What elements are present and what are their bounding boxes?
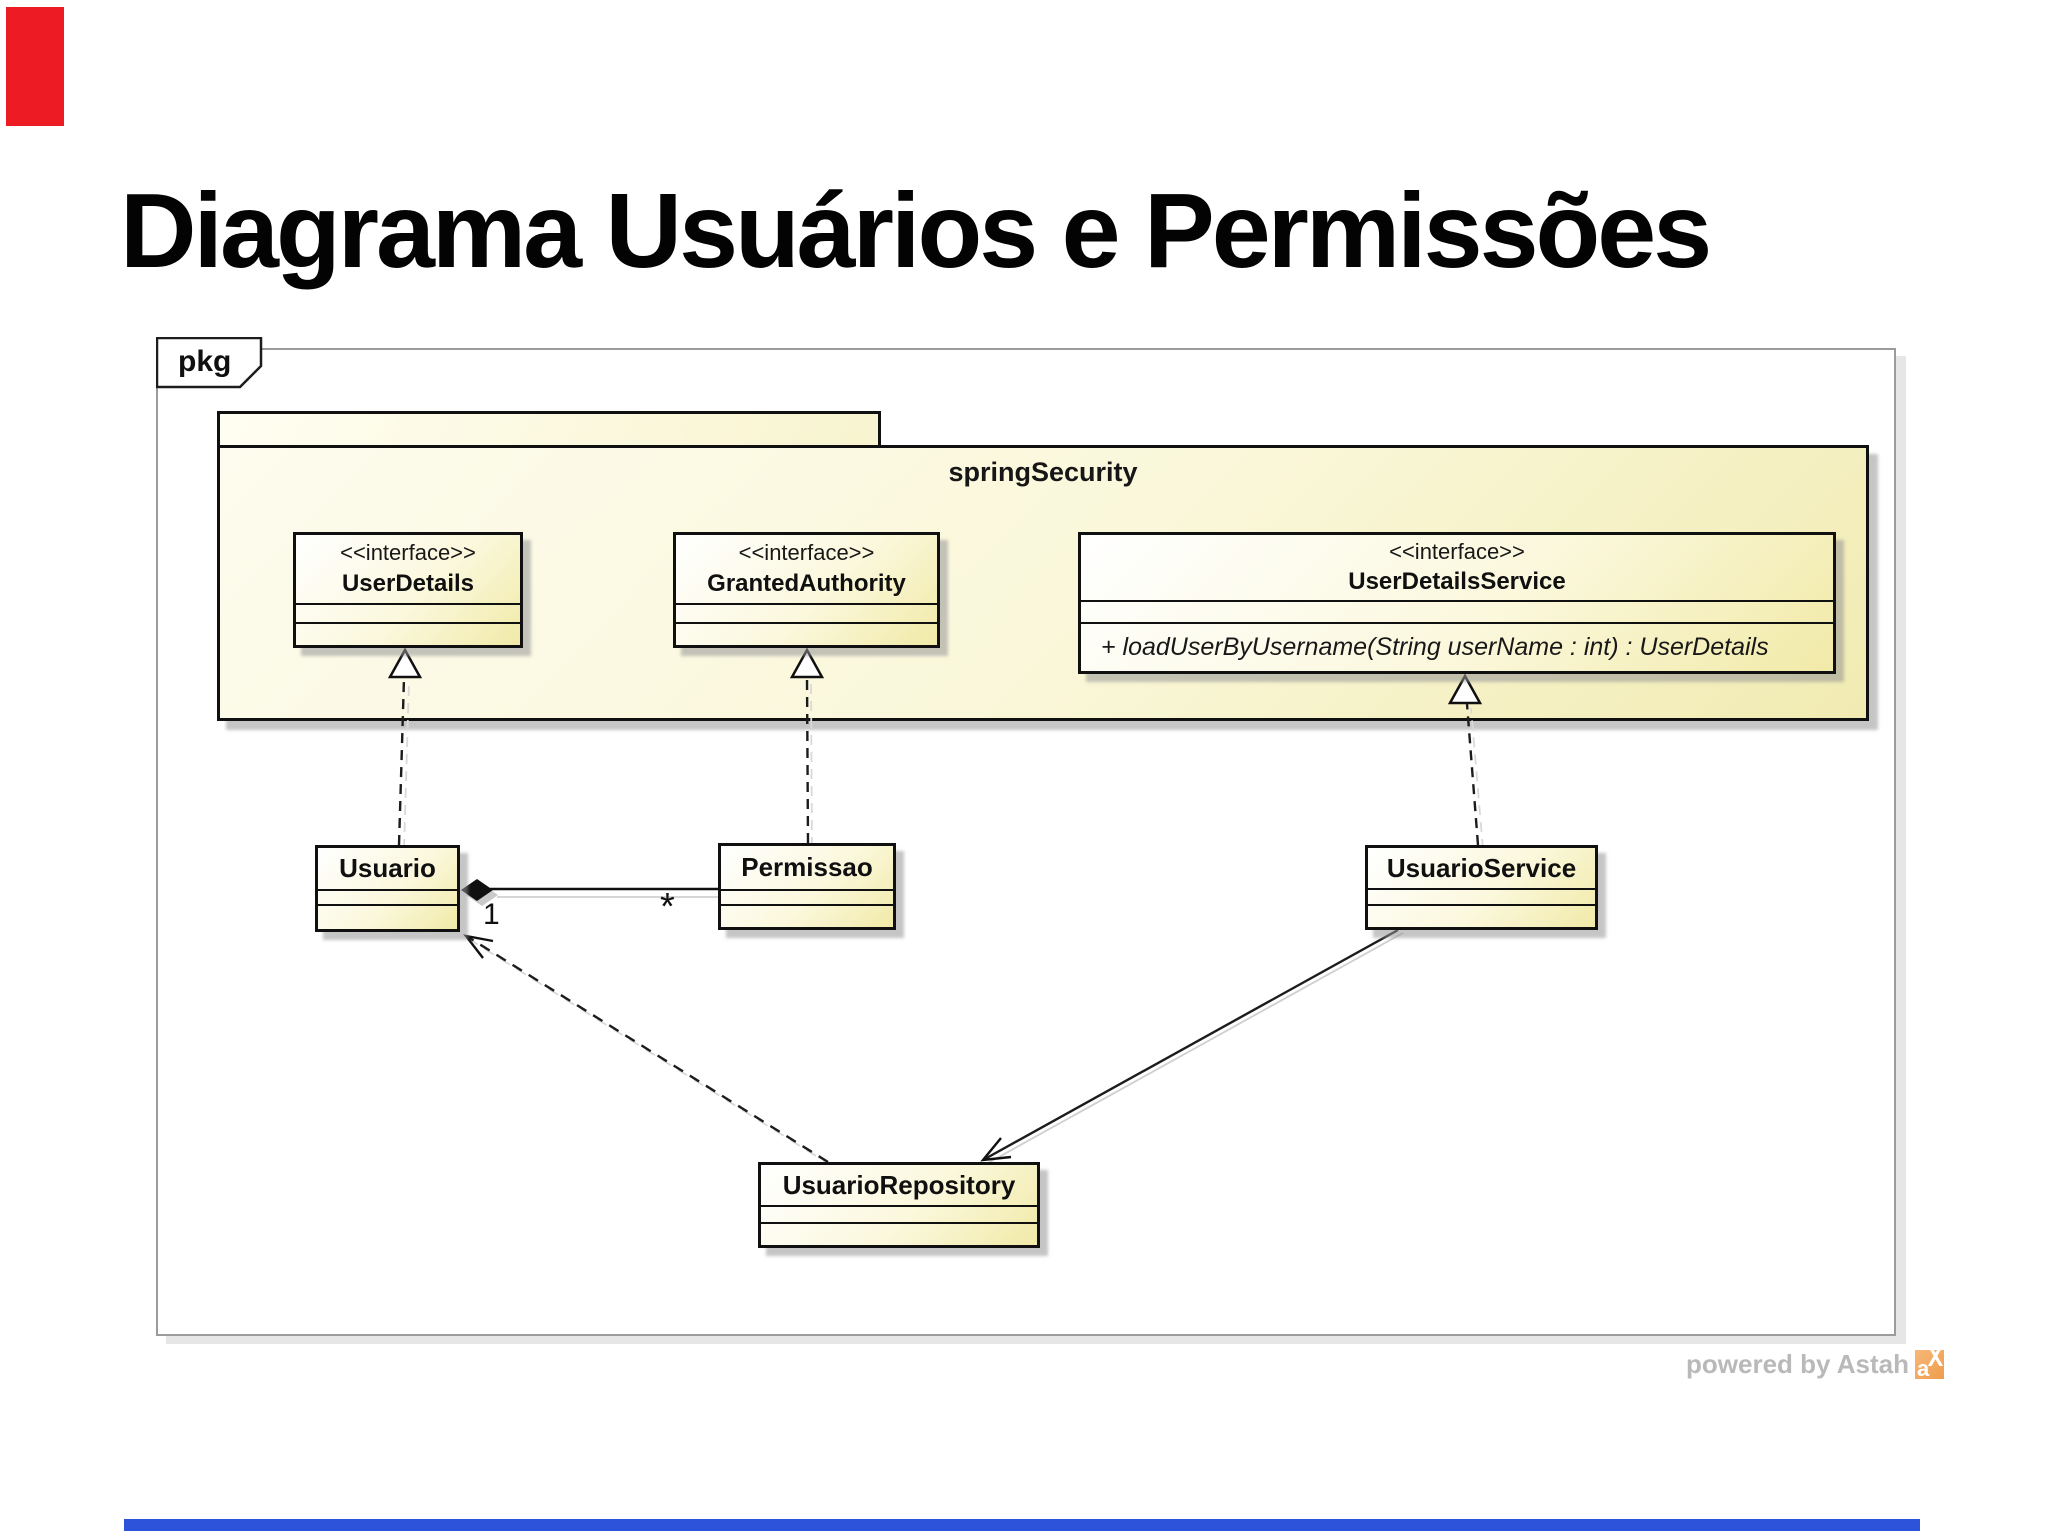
watermark-text: powered by Astah bbox=[1686, 1349, 1909, 1379]
operations-compartment bbox=[721, 904, 893, 927]
association-usuarioservice-usuariorepository bbox=[980, 928, 1404, 1167]
pkg-tab-shape-icon bbox=[156, 337, 263, 389]
uml-interface-grantedauthority: <<interface>> GrantedAuthority bbox=[673, 532, 940, 648]
uml-interface-userdetailsservice: <<interface>> UserDetailsService + loadU… bbox=[1078, 532, 1836, 674]
frame-kind-label: pkg bbox=[178, 345, 232, 378]
attributes-compartment bbox=[318, 889, 457, 904]
operations-compartment bbox=[296, 622, 520, 645]
multiplicity-label-usuario: 1 bbox=[483, 898, 500, 931]
video-progress-bar[interactable] bbox=[124, 1519, 1920, 1531]
realization-triangle-icon bbox=[387, 647, 423, 679]
operations-compartment bbox=[318, 904, 457, 929]
class-name-label: UsuarioRepository bbox=[782, 1169, 1016, 1200]
frame-kind-tab: pkg bbox=[156, 337, 264, 389]
attributes-compartment bbox=[1081, 600, 1833, 622]
attributes-compartment bbox=[1368, 888, 1595, 904]
composition-diamond-icon bbox=[461, 879, 493, 901]
red-marker-bar bbox=[6, 7, 64, 126]
watermark: powered by Astah a bbox=[1686, 1349, 1944, 1380]
uml-class-usuario: Usuario bbox=[315, 845, 460, 932]
realization-triangle-icon bbox=[789, 647, 825, 679]
attributes-compartment bbox=[676, 603, 937, 622]
dependency-usuariorepository-usuario bbox=[463, 934, 833, 1167]
class-name-label: UsuarioService bbox=[1386, 852, 1577, 883]
operation-label: + loadUserByUsername(String userName : i… bbox=[1081, 622, 1833, 671]
realization-permissao-grantedauthority bbox=[789, 647, 825, 848]
class-name-label: Usuario bbox=[339, 853, 436, 883]
uml-interface-userdetails: <<interface>> UserDetails bbox=[293, 532, 523, 648]
package-name-label: springSecurity bbox=[948, 457, 1138, 487]
multiplicity-label-permissao: * bbox=[660, 886, 675, 928]
association-arrowhead-icon bbox=[980, 1137, 1012, 1162]
interface-name-label: GrantedAuthority bbox=[707, 569, 906, 597]
realization-usuario-userdetails bbox=[387, 647, 423, 850]
stereotype-label: <<interface>> bbox=[1389, 538, 1525, 564]
operations-compartment bbox=[761, 1222, 1037, 1245]
page-title: Diagrama Usuários e Permissões bbox=[120, 172, 1712, 290]
stereotype-label: <<interface>> bbox=[738, 540, 875, 566]
interface-name-label: UserDetailsService bbox=[1348, 568, 1566, 596]
astah-logo-icon: a bbox=[1914, 1350, 1944, 1379]
attributes-compartment bbox=[721, 889, 893, 904]
realization-usuarioservice-userdetailsservice bbox=[1447, 673, 1484, 850]
package-springsecurity-tab bbox=[217, 411, 881, 448]
operations-compartment bbox=[676, 622, 937, 645]
realization-triangle-icon bbox=[1447, 673, 1483, 705]
class-name-label: Permissao bbox=[741, 852, 873, 882]
dependency-arrowhead-icon bbox=[463, 934, 494, 959]
attributes-compartment bbox=[761, 1205, 1037, 1222]
interface-name-label: UserDetails bbox=[341, 569, 475, 597]
stereotype-label: <<interface>> bbox=[340, 540, 476, 566]
operations-compartment bbox=[1368, 904, 1595, 927]
composition-usuario-permissao bbox=[461, 879, 718, 906]
uml-class-usuarioservice: UsuarioService bbox=[1365, 845, 1598, 930]
uml-class-permissao: Permissao bbox=[718, 843, 896, 930]
attributes-compartment bbox=[296, 603, 520, 622]
uml-class-usuariorepository: UsuarioRepository bbox=[758, 1162, 1040, 1248]
